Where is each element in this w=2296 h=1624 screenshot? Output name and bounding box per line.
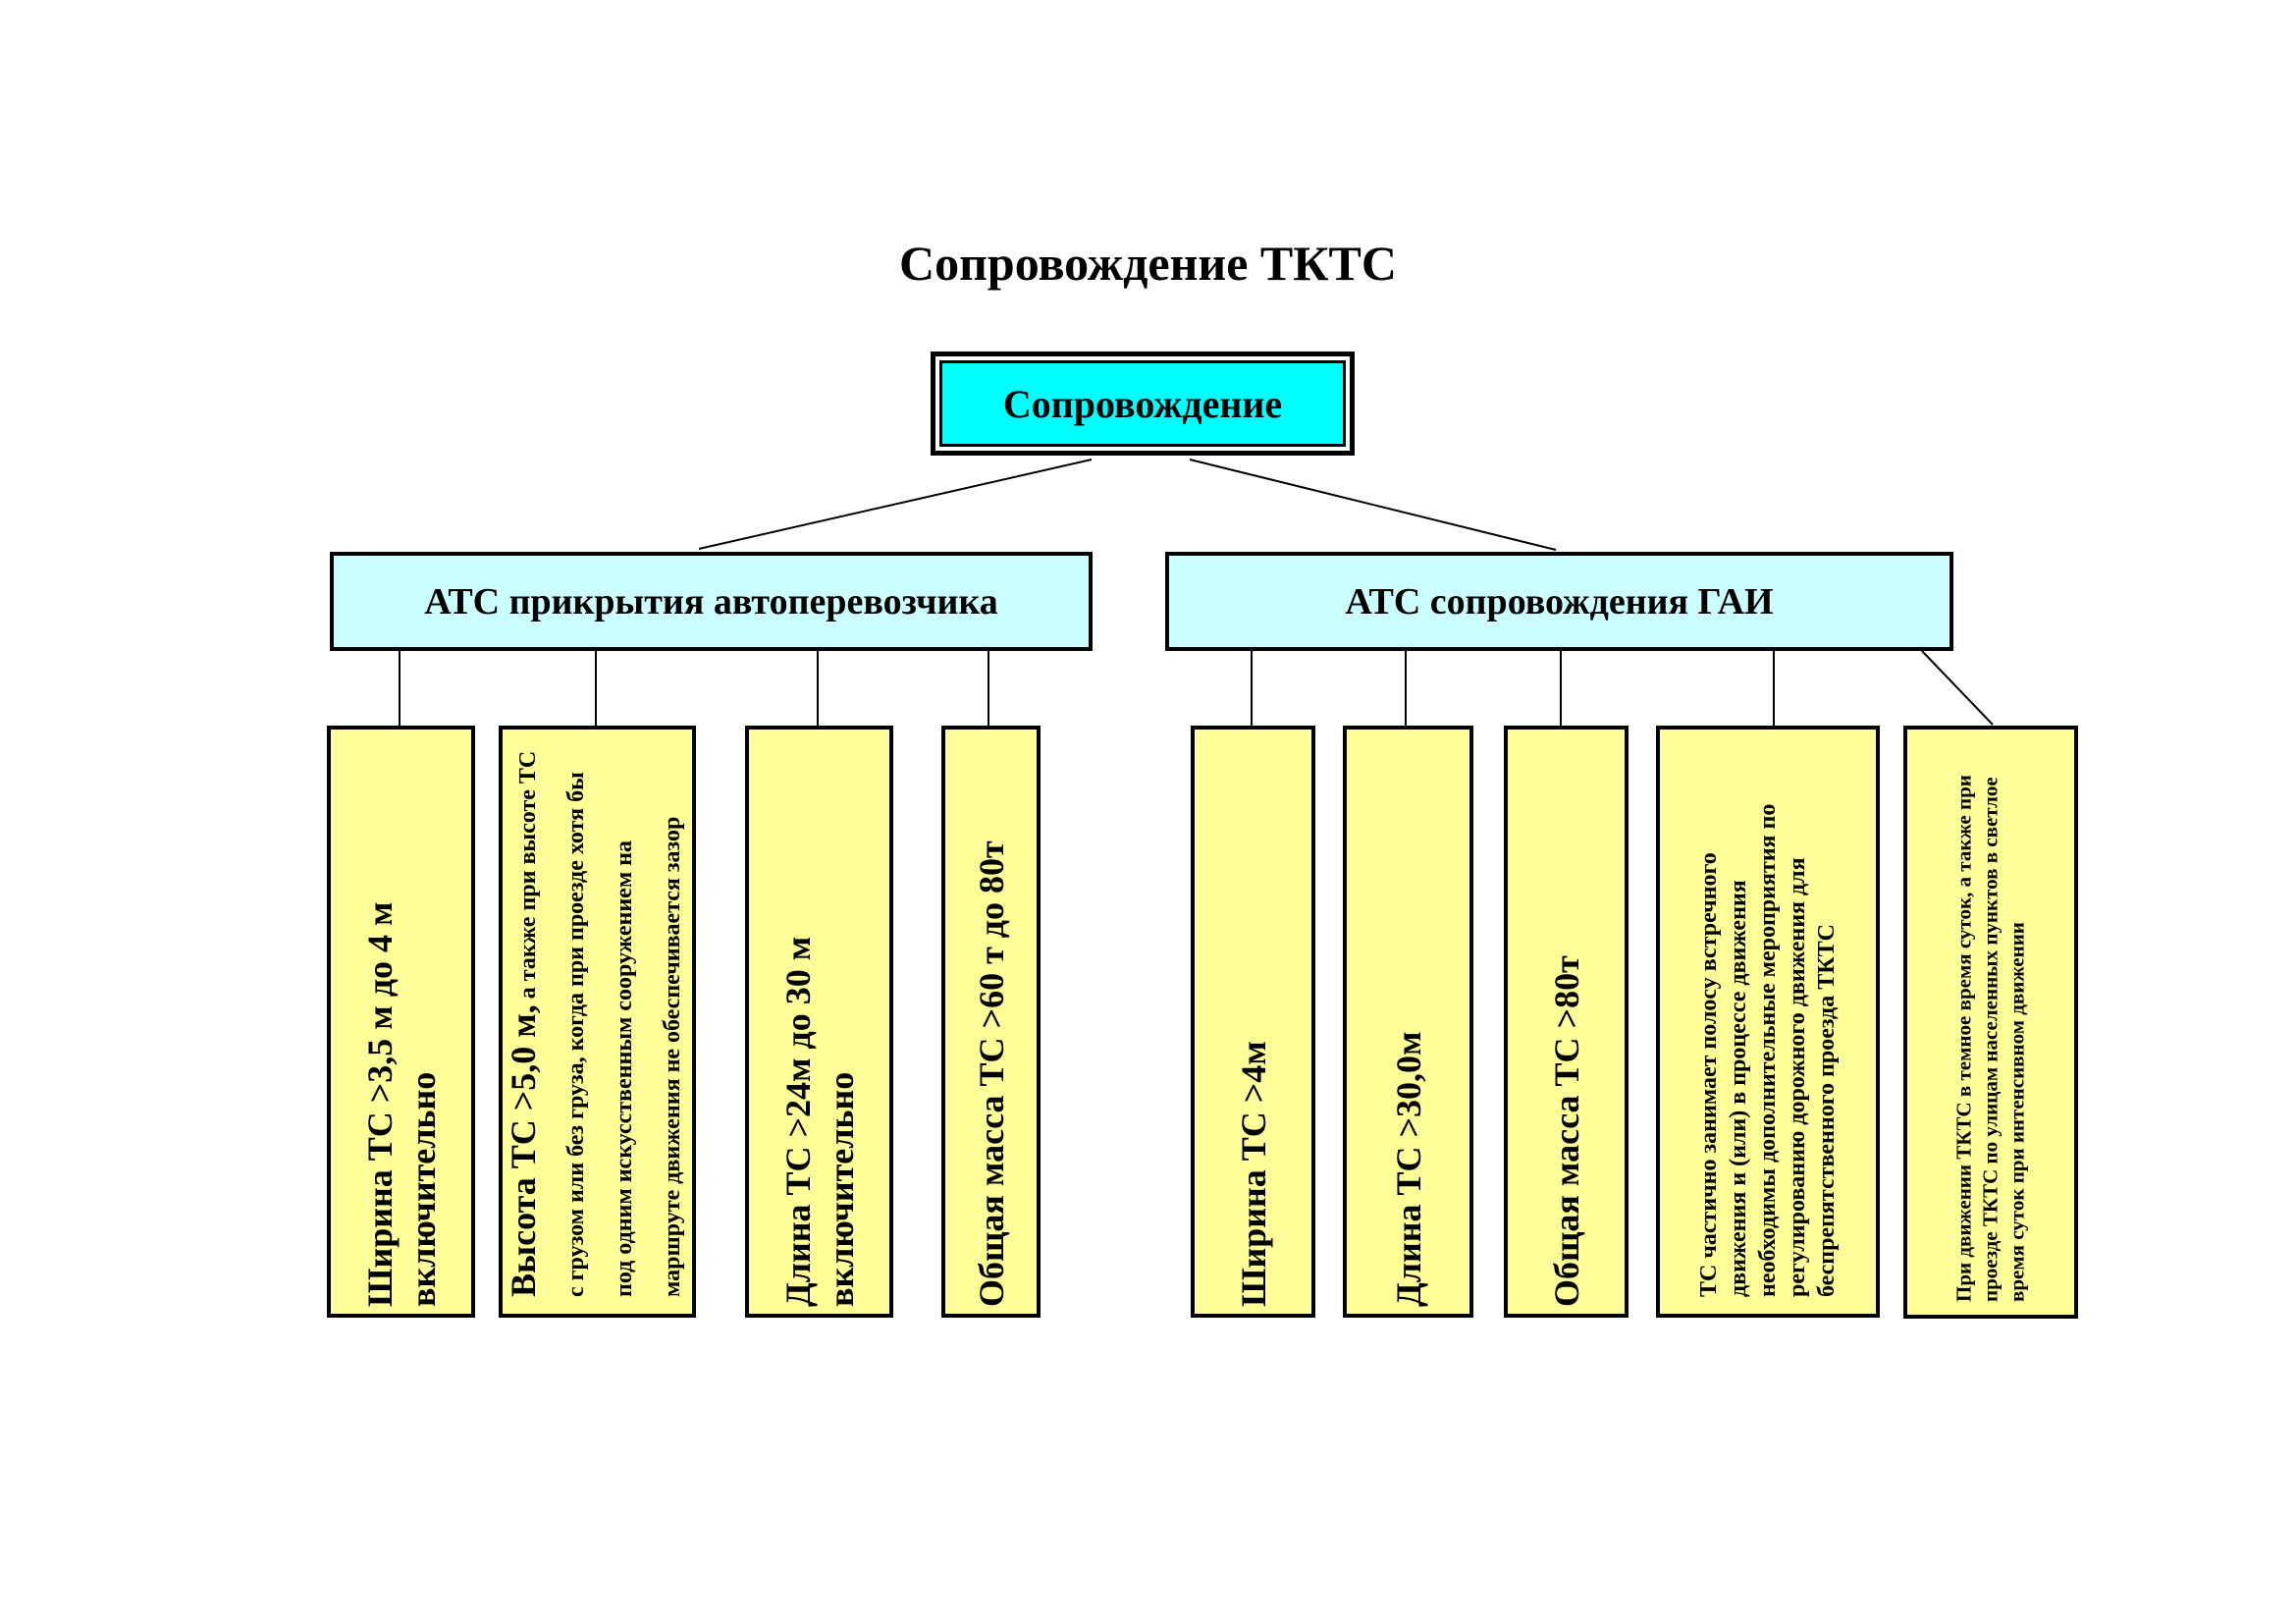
leaf-width-gai-text: Ширина ТС >4м <box>1233 1040 1273 1307</box>
leaf-length-carrier: Длина ТС >24м до 30 м включительно <box>745 726 893 1318</box>
root-node-label: Сопровождение <box>939 360 1346 447</box>
leaf-mass-gai: Общая масса ТС >80т <box>1504 726 1629 1318</box>
leaf-oncoming-lane: ТС частично занимает полосу встречного д… <box>1656 726 1880 1318</box>
connector-right-5 <box>1921 650 1994 726</box>
leaf-height-main: Высота ТС >5,0 м, <box>503 1003 543 1297</box>
leaf-height-carrier: Высота ТС >5,0 м, а также при высоте ТС … <box>499 726 696 1318</box>
leaf-height-carrier-text: Высота ТС >5,0 м, а также при высоте ТС … <box>502 747 694 1297</box>
leaf-mass-gai-text: Общая масса ТС >80т <box>1546 954 1586 1307</box>
group-node-carrier: АТС прикрытия автоперевозчика <box>330 552 1093 651</box>
leaf-width-carrier-text: Ширина ТС >3,5 м до 4 м включительно <box>359 900 443 1307</box>
leaf-length-gai-text: Длина ТС >30,0м <box>1388 1031 1428 1307</box>
leaf-length-gai: Длина ТС >30,0м <box>1343 726 1473 1318</box>
leaf-width-carrier: Ширина ТС >3,5 м до 4 м включительно <box>327 726 475 1318</box>
connector-root-right <box>1189 459 1557 551</box>
leaf-mass-carrier: Общая масса ТС >60 т до 80т <box>941 726 1041 1318</box>
root-node: Сопровождение <box>931 352 1355 456</box>
group-node-gai: АТС сопровождения ГАИ <box>1165 552 1953 651</box>
leaf-night-urban-text: При движении ТКТС в темное время суток, … <box>1951 775 2029 1302</box>
leaf-mass-carrier-text: Общая масса ТС >60 т до 80т <box>971 839 1011 1307</box>
leaf-width-gai: Ширина ТС >4м <box>1191 726 1315 1318</box>
leaf-night-urban: При движении ТКТС в темное время суток, … <box>1903 726 2078 1319</box>
page-title: Сопровождение ТКТС <box>898 236 1397 291</box>
leaf-length-carrier-text: Длина ТС >24м до 30 м включительно <box>777 936 861 1307</box>
leaf-oncoming-lane-text: ТС частично занимает полосу встречного д… <box>1696 803 1840 1297</box>
connector-root-left <box>698 459 1093 550</box>
